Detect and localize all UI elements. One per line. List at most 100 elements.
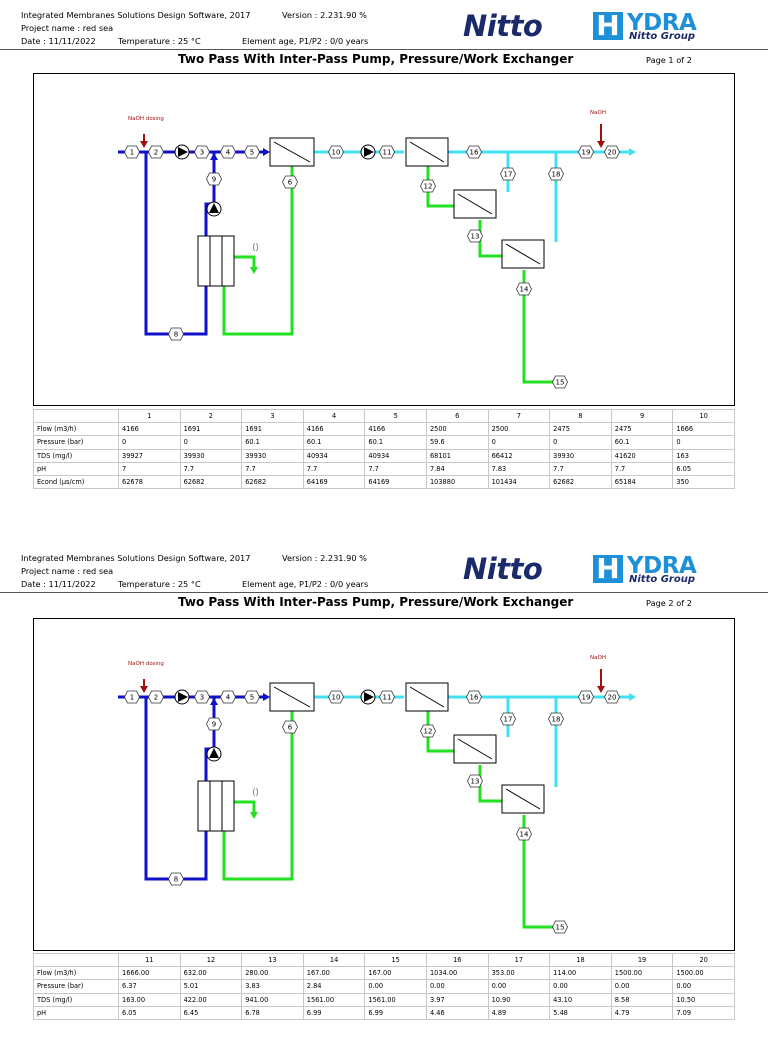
ro-membrane-line (457, 193, 493, 215)
table-cell: 8.58 (610, 992, 674, 1007)
stream-node-6 (282, 720, 298, 734)
stream-node-17 (500, 167, 516, 181)
concentrate-line-12 (426, 166, 454, 208)
stream-column-header: 3 (241, 408, 304, 424)
stream-node-6 (282, 175, 298, 189)
px-marker-icon: ⟨⟩ (252, 788, 259, 798)
stream-node-label: 16 (470, 149, 479, 157)
table-cell: 4.46 (425, 1005, 489, 1020)
table-cell: 7.09 (672, 1005, 735, 1020)
table-cell: 350 (672, 474, 735, 490)
table-corner-cell (33, 408, 119, 424)
stream-column-header: 8 (549, 408, 612, 424)
stream-node-15 (552, 375, 568, 389)
pump-triangle (178, 147, 188, 157)
stream-node-label: 13 (471, 778, 480, 786)
temperature: Temperature : 25 °C (118, 36, 201, 46)
stream-node-label: 8 (174, 876, 178, 884)
naoh-dosing-label: NaOH dosing (128, 116, 164, 122)
stream-node-label: 14 (520, 286, 529, 294)
stream-node-20 (604, 690, 620, 704)
stream-node-label: 2 (154, 149, 158, 157)
table-cell: 64169 (302, 474, 366, 490)
concentrate-line-14 (522, 815, 560, 929)
concentrate-line-6 (222, 164, 294, 336)
table-cell: 60.1 (302, 435, 366, 450)
table-cell: 101434 (487, 474, 551, 490)
stream-node-3 (194, 690, 210, 704)
stream-column-header: 9 (610, 408, 674, 424)
stream-node-1 (124, 145, 140, 159)
table-cell: 632.00 (179, 966, 243, 981)
row-label: Pressure (bar) (33, 435, 119, 450)
stream-column-header: 10 (672, 408, 735, 424)
table-cell: 0.00 (487, 979, 551, 994)
stream-node-label: 15 (556, 379, 565, 387)
stream-node-9 (206, 717, 222, 731)
pump-triangle (364, 692, 374, 702)
stream-node-label: 6 (288, 724, 293, 732)
naoh-arrow (597, 686, 605, 693)
stream-node-label: 15 (556, 924, 565, 932)
concentrate-line-13 (478, 765, 502, 803)
table-cell: 4166 (302, 422, 366, 437)
stream-node-16 (466, 690, 482, 704)
feed-line-bypass (144, 697, 208, 881)
table-cell: 60.1 (241, 435, 304, 450)
row-label: Flow (m3/h) (33, 966, 119, 981)
stream-node-19 (578, 690, 594, 704)
table-cell: 1500.00 (672, 966, 735, 981)
pump-triangle (178, 692, 188, 702)
flow-arrow (210, 698, 218, 705)
table-cell: 280.00 (241, 966, 304, 981)
stream-node-label: 3 (200, 694, 204, 702)
concentrate-line-13 (478, 220, 502, 258)
stream-node-12 (420, 724, 436, 738)
stream-node-9 (206, 172, 222, 186)
stream-column-header: 5 (364, 408, 427, 424)
row-label: TDS (mg/l) (33, 992, 119, 1007)
table-cell: 163.00 (118, 992, 181, 1007)
table-cell: 0 (179, 435, 243, 450)
stream-node-label: 17 (504, 716, 513, 724)
table-cell: 7.7 (364, 461, 427, 476)
table-cell: 59.6 (425, 435, 489, 450)
stream-column-header: 4 (302, 408, 366, 424)
stream-node-10 (328, 690, 344, 704)
table-cell: 114.00 (549, 966, 612, 981)
hydranautics-logo: H YDRANA Nitto Group C (593, 555, 698, 587)
table-cell: 62678 (118, 474, 181, 490)
table-cell: 0.00 (425, 979, 489, 994)
naoh-label: NaOH (590, 655, 606, 661)
stream-column-header: 15 (364, 952, 427, 968)
stream-node-label: 3 (200, 149, 204, 157)
table-cell: 0.00 (610, 979, 674, 994)
table-cell: 6.99 (364, 1005, 427, 1020)
nitto-group-tagline: Nitto Group C (629, 574, 698, 585)
flow-arrow (263, 693, 270, 701)
pump-triangle (364, 147, 374, 157)
hydranautics-h-mark: H (593, 555, 623, 583)
stream-node-label: 20 (608, 694, 617, 702)
report-title: Two Pass With Inter-Pass Pump, Pressure/… (178, 595, 574, 609)
stream-node-14 (516, 282, 532, 296)
table-cell: 7.7 (302, 461, 366, 476)
table-cell: 7.84 (425, 461, 489, 476)
table-cell: 3.83 (241, 979, 304, 994)
table-cell: 62682 (241, 474, 304, 490)
table-cell: 1034.00 (425, 966, 489, 981)
stream-node-13 (467, 229, 483, 243)
stream-node-label: 9 (212, 176, 216, 184)
stream-node-label: 8 (174, 331, 178, 339)
row-label: Econd (µs/cm) (33, 474, 119, 490)
table-cell: 1500.00 (610, 966, 674, 981)
page-number: Page 2 of 2 (646, 598, 692, 608)
naoh-dosing-arrow (140, 141, 148, 148)
